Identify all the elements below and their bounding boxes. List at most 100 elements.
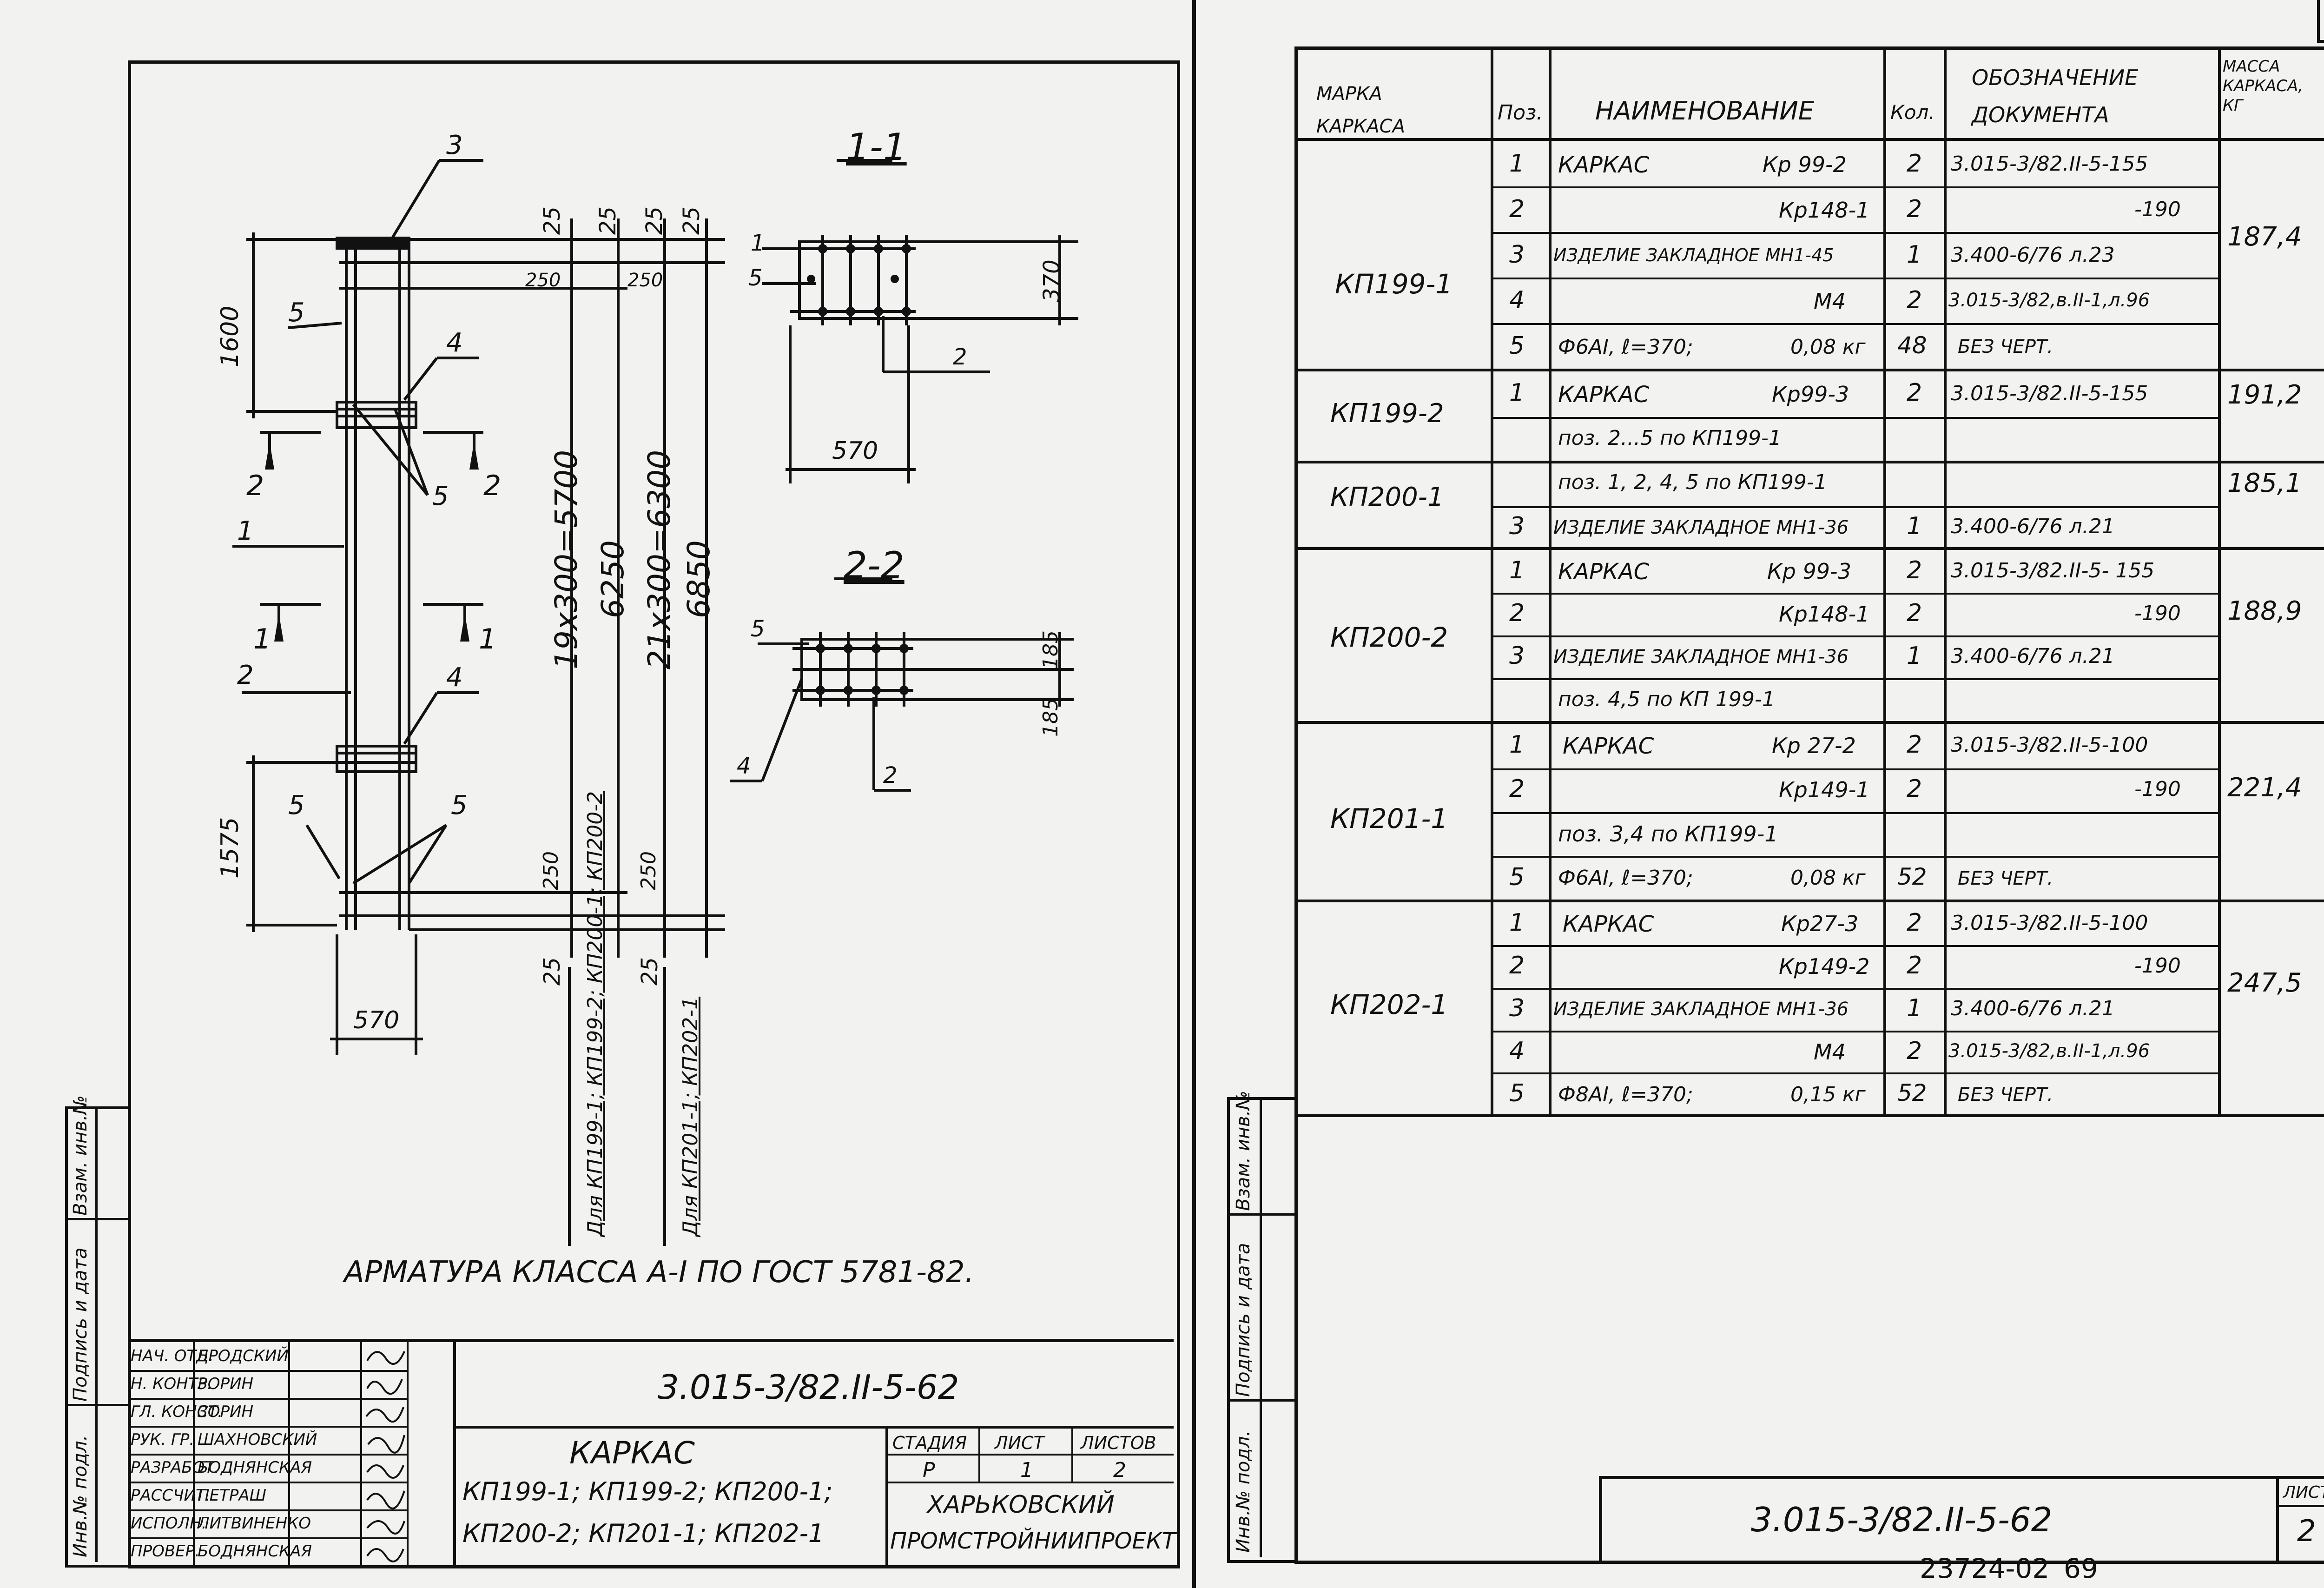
row-qty: 2 [1907, 286, 1922, 314]
group-mark: КП202-1 [1330, 989, 1448, 1020]
row-line [1491, 856, 2221, 858]
row-doc: БЕЗ ЧЕРТ. [1958, 868, 2053, 889]
row-line [1491, 812, 2221, 814]
title-line-1: КАРКАС [569, 1435, 695, 1471]
row-pos: 5 [1509, 1079, 1525, 1107]
signer-name: ЗОРИН [198, 1403, 254, 1421]
section22-callout-4: 4 [737, 753, 751, 779]
group-mass: 187,4 [2227, 222, 2302, 252]
group-mass: 247,5 [2227, 968, 2302, 998]
row-line [1491, 506, 2221, 508]
row-qty: 1 [1907, 512, 1922, 540]
signer-row: РАЗРАБОТ. БОДНЯНСКАЯ [128, 1454, 407, 1483]
row-doc: 3.015-3/82.II-5-100 [1951, 733, 2148, 757]
row-pos: 3 [1509, 512, 1525, 540]
dim-25-c: 25 [641, 206, 667, 235]
row-line [1491, 945, 2221, 947]
callout-2-bar: 2 [237, 660, 254, 690]
signer-role: ИСПОЛН. [131, 1514, 207, 1533]
table-bottom-line [1298, 1114, 2324, 1117]
row-item: Кр148-1 [1779, 198, 1870, 223]
row-item: 0,08 кг [1790, 335, 1866, 359]
dim-250-d: 250 [637, 851, 660, 890]
callout-3: 3 [446, 130, 463, 160]
section-callout-2: 2 [953, 344, 967, 370]
header-doc: ОБОЗНАЧЕНИЕ ДОКУМЕНТА [1972, 65, 2139, 127]
col-line [1491, 50, 1493, 1114]
signers-table: НАЧ. ОТД. БРОДСКИЙ Н. КОНТР. ЗОРИН ГЛ. К… [128, 1342, 453, 1565]
row-line [1491, 678, 2221, 680]
section-1-1-title: 1-1 [846, 126, 907, 169]
signer-row: ГЛ. КОНСТ. ЗОРИН [128, 1398, 407, 1428]
section-callout-1: 1 [751, 230, 765, 256]
callout-5-mid: 5 [432, 481, 449, 511]
row-name: Ф6АI, ℓ=370; [1558, 866, 1693, 890]
row-qty: 2 [1907, 731, 1922, 759]
row-item: М4 [1814, 289, 1846, 314]
header-name: НАИМЕНОВАНИЕ [1595, 96, 1814, 126]
doc-code-right: 3.015-3/82.II-5-62 [1751, 1500, 2053, 1539]
tb-vline [453, 1342, 456, 1565]
dim-25-e: 25 [539, 957, 565, 986]
dim-run-6250: 6250 [595, 540, 631, 618]
row-line [1491, 417, 2221, 419]
signer-role: Н. КОНТР. [131, 1375, 212, 1393]
row-pos: 2 [1509, 952, 1525, 979]
sheet-separator [1192, 0, 1196, 1588]
tb-vline [978, 1426, 980, 1482]
row-doc: 3.015-3/82,в.II-1,л.96 [1948, 290, 2150, 311]
dim-250-c: 250 [539, 851, 563, 890]
row-line [1491, 186, 2221, 188]
group-mass: 188,9 [2227, 596, 2302, 626]
row-pos: 2 [1509, 195, 1525, 223]
row-qty: 2 [1907, 379, 1922, 407]
section22-callout-2: 2 [883, 762, 898, 788]
row-item: 0,08 кг [1790, 866, 1866, 890]
callout-5-bottom-right: 5 [451, 790, 468, 820]
row-qty: 1 [1907, 642, 1922, 670]
reinforcement-cage-drawing [232, 159, 1078, 1246]
dim-250-b: 250 [627, 270, 663, 291]
right-drawing-border [1294, 46, 2324, 1564]
tb-hline [453, 1426, 1174, 1429]
row-pos: 2 [1509, 599, 1525, 627]
signer-row: Н. КОНТР. ЗОРИН [128, 1370, 407, 1400]
group-line [1298, 547, 2324, 550]
row-doc: 3.015-3/82.II-5-155 [1951, 382, 2148, 405]
doc-code-left: 3.015-3/82.II-5-62 [658, 1368, 959, 1407]
left-drawing-border [128, 60, 1180, 1568]
org-line-1: ХАРЬКОВСКИЙ [927, 1491, 1115, 1519]
group-mass: 221,4 [2227, 773, 2302, 803]
row-doc: 3.400-6/76 л.21 [1951, 515, 2115, 538]
tb-hline [885, 1454, 1174, 1456]
row-doc: 3.015-3/82,в.II-1,л.96 [1948, 1040, 2150, 1062]
dim-25-d: 25 [679, 206, 705, 235]
dim-run-6300: 21x300=6300 [641, 450, 677, 669]
dim-570-bottom: 570 [353, 1006, 400, 1034]
row-doc: -190 [2134, 198, 2181, 221]
signer-row: ПРОВЕР. БОДНЯНСКАЯ [128, 1537, 407, 1565]
signer-name: ЛИТВИНЕНКО [198, 1514, 311, 1533]
row-pos: 1 [1509, 150, 1525, 178]
row-line [1491, 988, 2221, 990]
sheet-value: 1 [1020, 1458, 1033, 1482]
callout-4-bottom: 4 [446, 662, 463, 693]
dim-25-a: 25 [539, 206, 565, 235]
row-item: Кр 99-2 [1763, 152, 1847, 177]
row-line [1491, 1031, 2221, 1032]
dim-370: 370 [1039, 259, 1065, 302]
row-doc: -190 [2134, 777, 2181, 801]
signature-scribbles [365, 1351, 405, 1562]
row-line [1491, 278, 2221, 279]
stamp-divider [65, 1404, 128, 1406]
row-item: Кр148-1 [1779, 602, 1870, 627]
row-doc: 3.015-3/82.II-5- 155 [1951, 559, 2155, 582]
col-line [1944, 50, 1947, 1114]
signer-role: РУК. ГР. [131, 1430, 195, 1449]
row-name: ИЗДЕЛИЕ ЗАКЛАДНОЕ МН1-36 [1553, 646, 1849, 668]
signer-role: ГЛ. КОНСТ. [131, 1403, 223, 1421]
row-qty: 52 [1897, 863, 1927, 890]
group-line [1298, 461, 2324, 463]
row-item: Кр 99-3 [1767, 559, 1851, 584]
row-qty: 2 [1907, 195, 1922, 223]
